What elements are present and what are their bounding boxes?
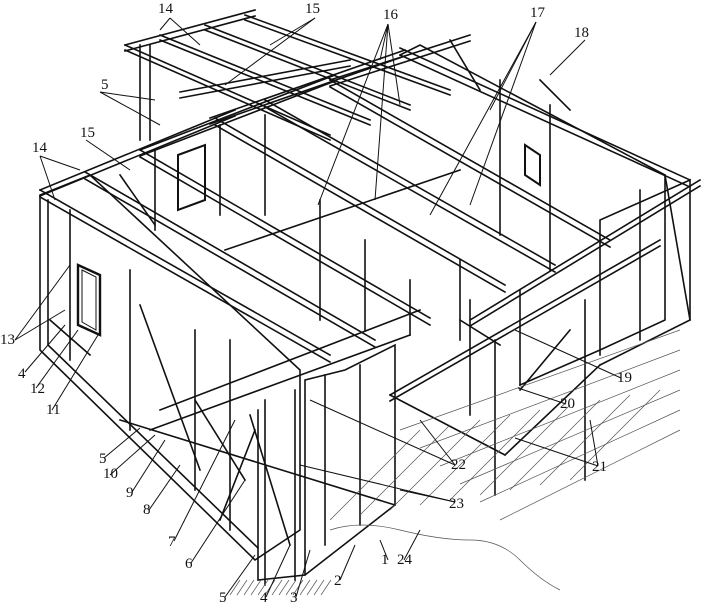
callout-1: 1 <box>381 552 389 568</box>
callout-14-top: 14 <box>158 1 173 17</box>
callout-11: 11 <box>46 402 61 418</box>
callout-16: 16 <box>383 7 398 23</box>
callout-7: 7 <box>168 534 176 550</box>
callout-18: 18 <box>574 25 589 41</box>
callout-9: 9 <box>126 485 134 501</box>
callout-21: 21 <box>592 459 607 475</box>
callout-12: 12 <box>30 381 45 397</box>
callout-15-left: 15 <box>80 125 95 141</box>
callout-5-bottom: 5 <box>219 590 227 606</box>
callout-23: 23 <box>449 496 464 512</box>
callout-14-left: 14 <box>32 140 47 156</box>
callout-5-upper: 5 <box>101 77 109 93</box>
ground-hatching <box>229 329 681 596</box>
callout-19: 19 <box>617 370 632 386</box>
leader-lines <box>14 17 622 598</box>
callout-4-bottom: 4 <box>260 590 268 606</box>
callout-24: 24 <box>397 552 412 568</box>
callout-13: 13 <box>0 332 15 348</box>
callout-22: 22 <box>451 457 466 473</box>
callout-2: 2 <box>334 573 342 589</box>
callout-4-left: 4 <box>18 366 26 382</box>
callout-15-top: 15 <box>305 1 320 17</box>
callout-17: 17 <box>530 5 545 21</box>
callout-20: 20 <box>560 396 575 412</box>
callout-3: 3 <box>290 590 298 606</box>
timber-structure <box>38 9 702 586</box>
callout-10: 10 <box>103 466 118 482</box>
callout-8: 8 <box>143 502 151 518</box>
callout-5-mid: 5 <box>99 451 107 467</box>
callout-6: 6 <box>185 556 193 572</box>
